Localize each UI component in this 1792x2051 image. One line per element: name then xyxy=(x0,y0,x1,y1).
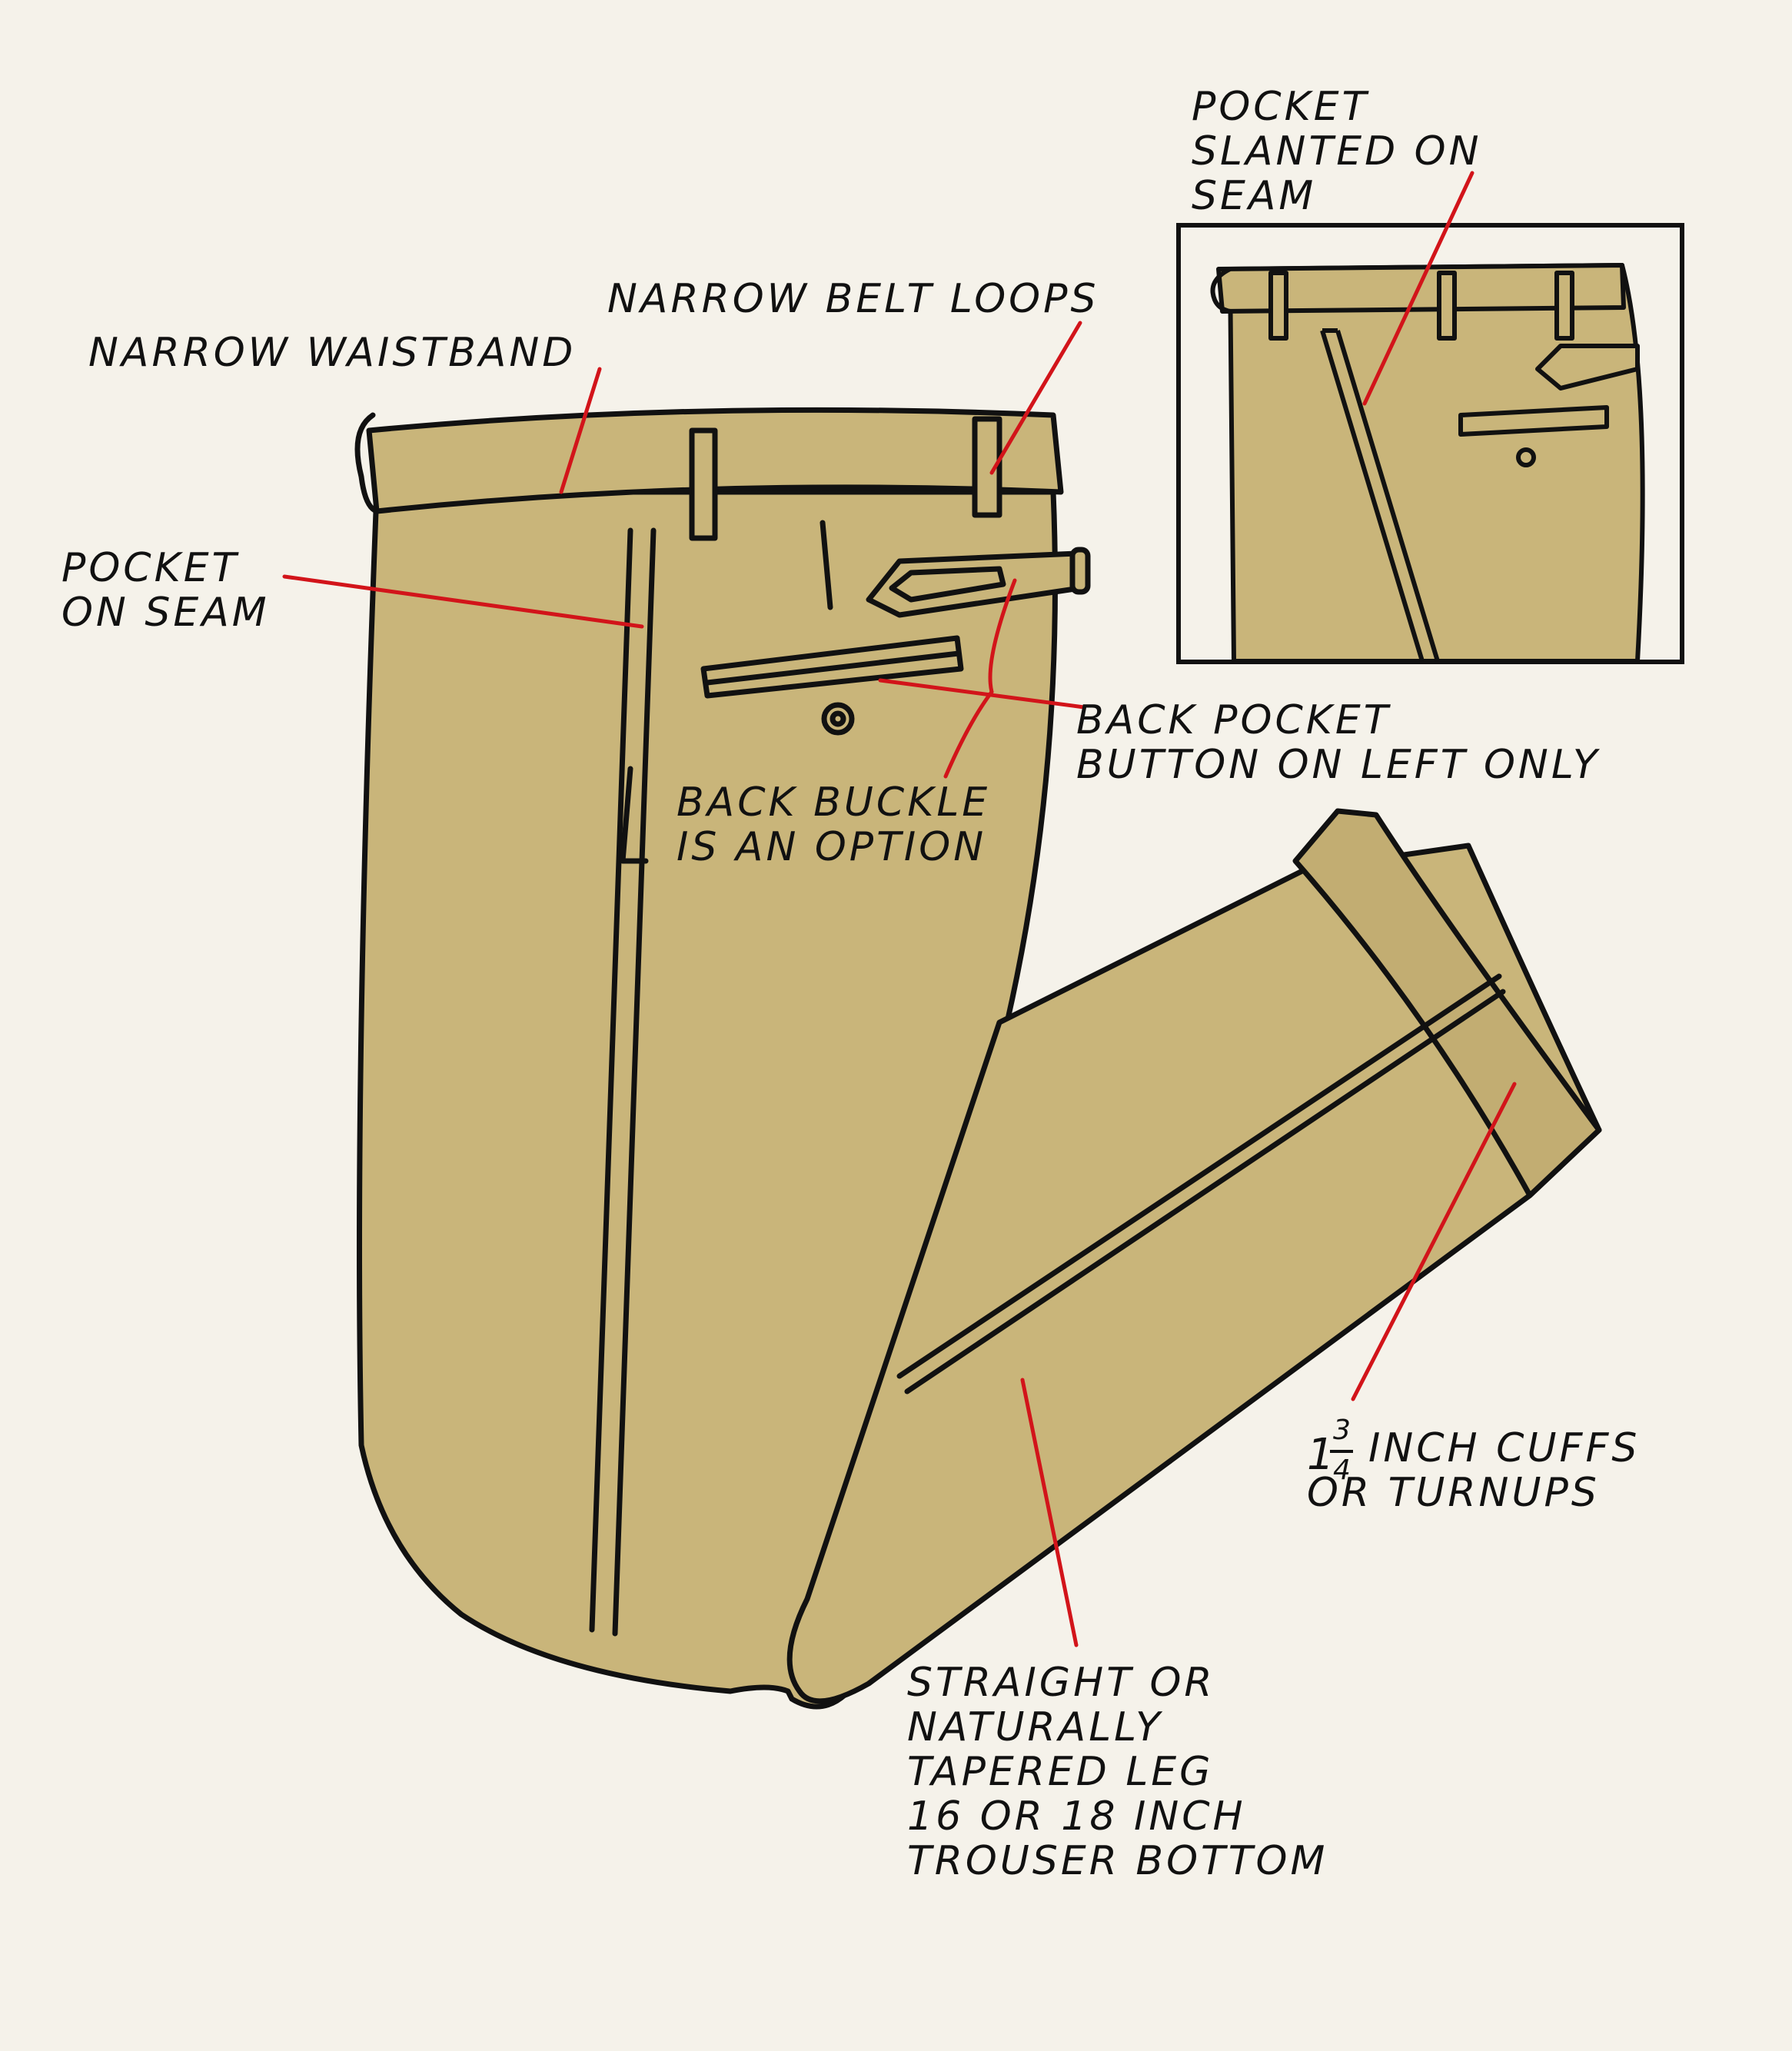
trouser-lower-leg xyxy=(786,843,1602,1704)
inset-trouser xyxy=(1228,263,1645,663)
leader-waistband xyxy=(559,367,602,494)
leader-pocket-slanted xyxy=(1362,171,1474,406)
label-back-pocket: BACK POCKET BUTTON ON LEFT ONLY xyxy=(1076,697,1601,788)
label-belt-loops: NARROW BELT LOOPS xyxy=(607,276,1099,322)
back-pocket-button xyxy=(821,702,855,736)
belt-loop-1 xyxy=(689,427,718,541)
inset-slanted-pocket xyxy=(1320,330,1425,662)
leader-pocket-on-seam xyxy=(282,574,644,629)
leader-back-buckle xyxy=(943,578,1017,779)
cuff xyxy=(1292,808,1602,1198)
leader-leg xyxy=(1020,1378,1079,1647)
label-waistband: NARROW WAISTBAND xyxy=(88,330,577,376)
label-leg: STRAIGHT OR NATURALLY TAPERED LEG 16 OR … xyxy=(907,1660,1328,1884)
leader-belt-loops xyxy=(989,321,1082,475)
label-cuffs-fraction: 1 3 4 xyxy=(1307,1414,1361,1499)
label-pocket-on-seam: POCKET ON SEAM xyxy=(62,545,270,636)
leader-back-pocket xyxy=(878,678,1086,710)
leader-cuffs xyxy=(1351,1082,1517,1401)
label-pocket-slanted: POCKET SLANTED ON SEAM xyxy=(1192,84,1482,219)
label-cuffs: INCH CUFFS OR TURNUPS xyxy=(1307,1425,1641,1516)
label-back-buckle: BACK BUCKLE IS AN OPTION xyxy=(677,780,991,870)
